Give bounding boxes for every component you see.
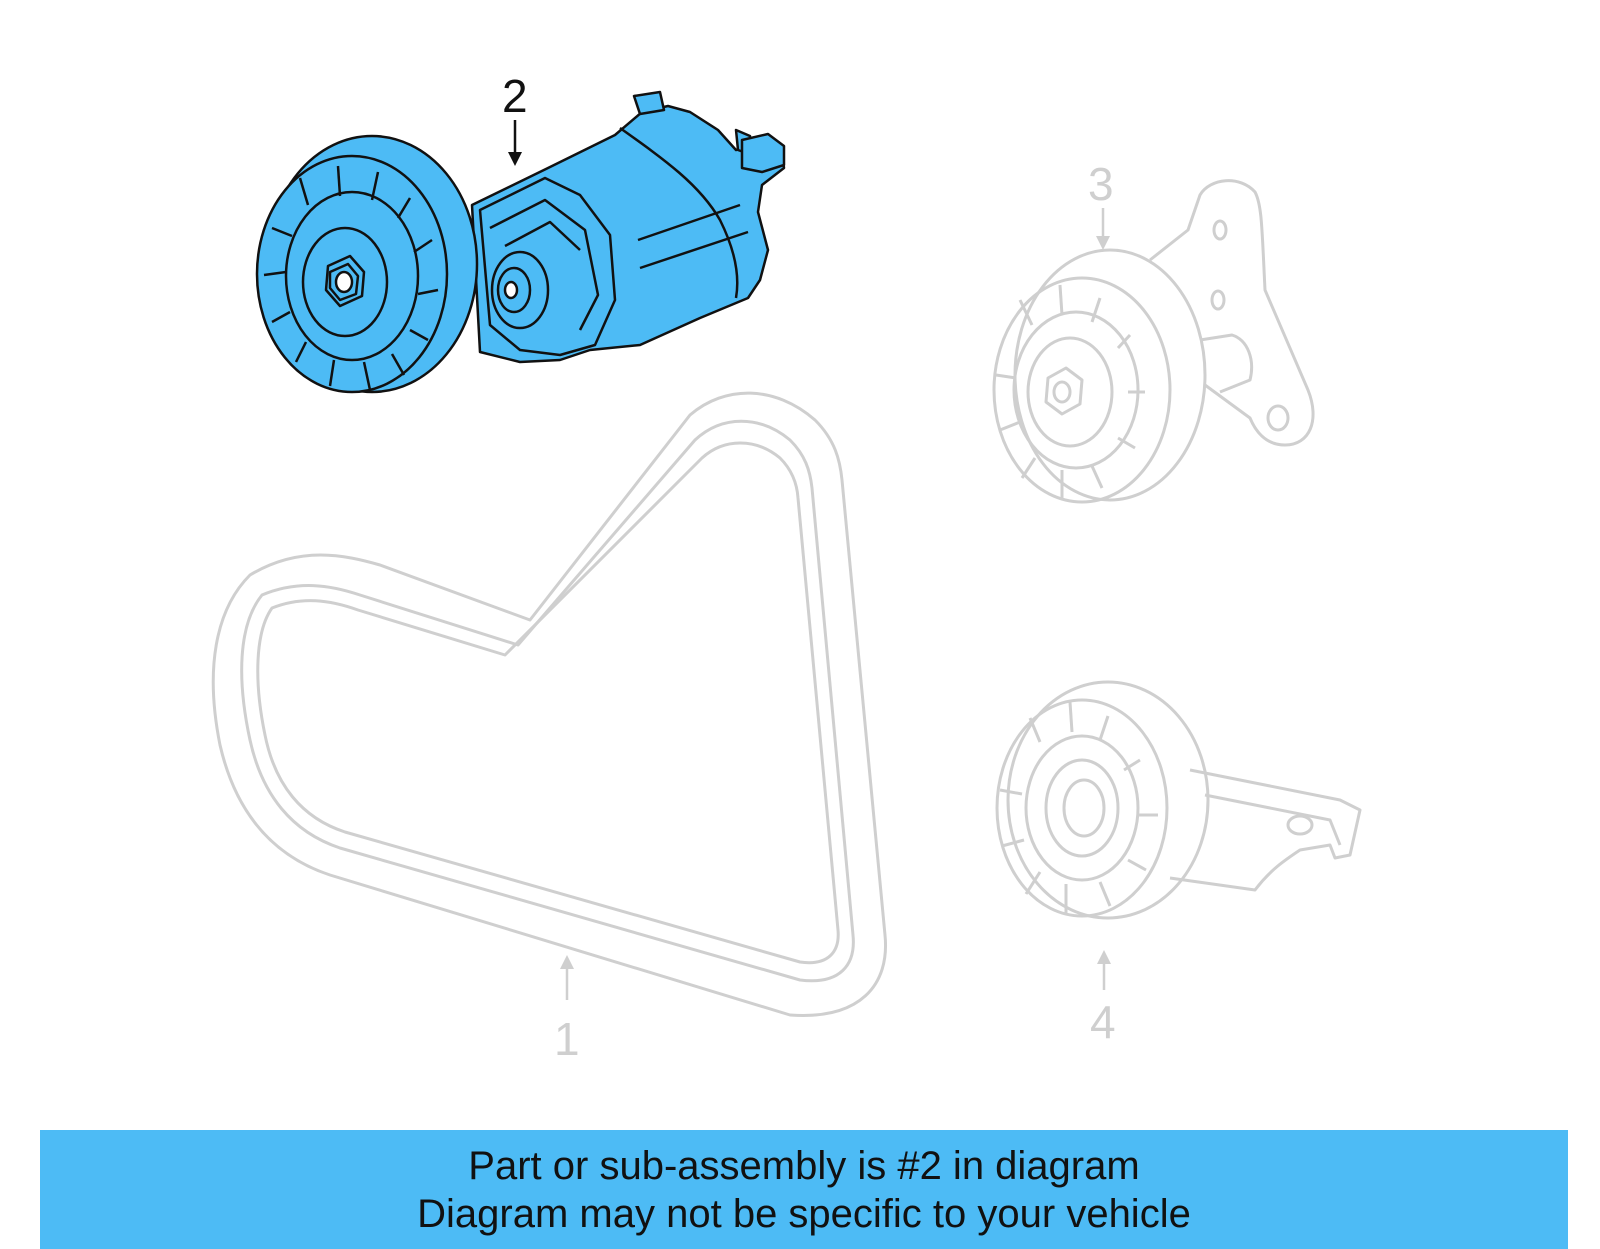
callout-4-arrow (1097, 950, 1111, 990)
callout-2-label: 2 (502, 70, 528, 122)
callout-1-label: 1 (554, 1013, 580, 1065)
notice-line-1: Part or sub-assembly is #2 in diagram (468, 1143, 1140, 1188)
callout-3-arrow (1096, 208, 1110, 250)
callout-4-label: 4 (1090, 996, 1116, 1048)
callout-3-label: 3 (1088, 158, 1114, 210)
belt-tensioner-assembly (255, 90, 786, 394)
idler-pulley-bracket (992, 179, 1315, 504)
callout-1-arrow (560, 955, 574, 1000)
drive-belt (211, 391, 888, 1017)
notice-line-2: Diagram may not be specific to your vehi… (417, 1191, 1191, 1236)
callout-2-arrow (508, 120, 522, 166)
idler-pulley-mount (995, 680, 1362, 920)
notice-banner-background (40, 1130, 1568, 1249)
notice-banner: Part or sub-assembly is #2 in diagram Di… (40, 1130, 1568, 1249)
